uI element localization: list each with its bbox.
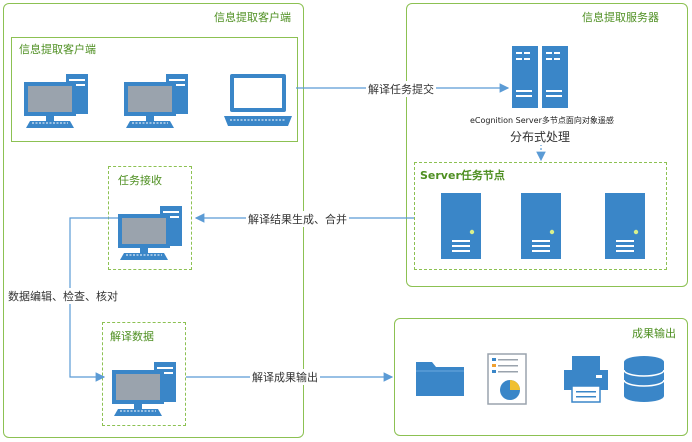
- server-node-icon: [605, 193, 645, 259]
- submit-label: 解译任务提交: [366, 81, 436, 97]
- client-inner-title: 信息提取客户端: [19, 43, 96, 56]
- desktop-computer-icon: [118, 206, 182, 260]
- server-node-icon: [521, 193, 561, 259]
- client-inner-panel: [11, 37, 298, 142]
- laptop-icon: [224, 74, 292, 126]
- server-panel: [406, 3, 688, 287]
- server-panel-title: 信息提取服务器: [582, 11, 659, 24]
- desktop-computer-icon: [24, 74, 88, 128]
- folder-icon: [416, 362, 464, 396]
- database-icon: [623, 356, 665, 402]
- server-rack-icon: [512, 46, 568, 108]
- desktop-computer-icon: [112, 362, 176, 416]
- output-label: 解译成果输出: [250, 369, 320, 385]
- desktop-computer-icon: [124, 74, 188, 128]
- printer-icon: [564, 356, 608, 403]
- client-panel-title: 信息提取客户端: [214, 11, 291, 24]
- server-caption: eCognition Server多节点面向对象遥感: [470, 116, 614, 125]
- interpret-data-label: 解译数据: [110, 330, 154, 343]
- results-label: 解译结果生成、合并: [246, 211, 349, 227]
- server-nodes-title: Server任务节点: [420, 169, 505, 182]
- server-nodes-box: [414, 162, 667, 270]
- task-receive-label: 任务接收: [118, 174, 162, 187]
- server-node-icon: [441, 193, 481, 259]
- report-document-icon: [487, 353, 527, 405]
- edit-label: 数据编辑、检查、核对: [6, 288, 120, 304]
- distributed-label: 分布式处理: [508, 128, 573, 145]
- output-panel-title: 成果输出: [632, 327, 676, 340]
- output-panel: [394, 318, 688, 436]
